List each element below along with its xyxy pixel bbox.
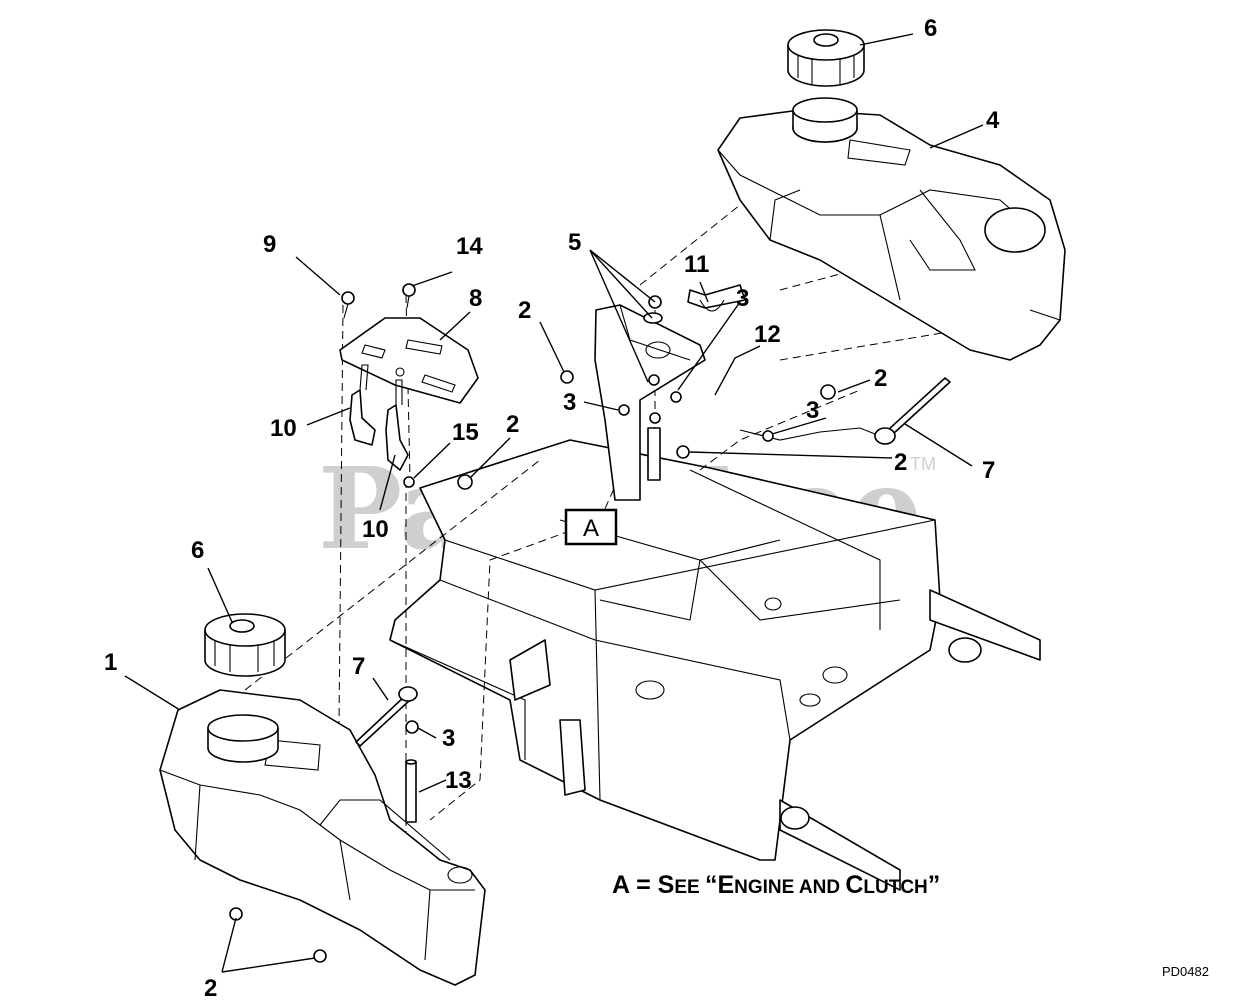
callout-2-bracket: 2 [518,297,531,324]
callout-13: 13 [445,767,472,794]
callout-11: 11 [684,251,709,278]
frame-assembly [389,439,1041,891]
callout-3-left: 3 [563,389,576,416]
callout-12: 12 [754,321,781,348]
callout-6-left: 6 [191,537,204,564]
shutoff-valves [349,364,409,471]
callout-1: 1 [104,649,117,676]
note-quote-open: “ [705,871,718,899]
callout-3-right: 3 [806,397,819,424]
drawing-code: PD0482 [1162,964,1209,979]
reference-box-label: A [583,515,599,542]
fuel-cap-top [787,29,865,87]
callout-2-bottom: 2 [204,975,217,1002]
fuel-filter-tube [647,427,661,481]
callout-7-right: 7 [982,457,995,484]
note-see-engine-and-clutch: A = SEE “ENGINE AND CLUTCH” [612,871,940,899]
note-clutch-cap: C [845,871,863,899]
fittings-small [229,283,836,963]
fill-neck-left [207,714,279,763]
note-clutch-rest: LUTCH [863,877,927,898]
callout-10-lower: 10 [362,516,389,543]
note-see-rest: EE [674,877,705,898]
callout-2-right-lower: 2 [894,449,907,476]
callout-2-center: 2 [506,411,519,438]
callout-6-top: 6 [924,15,937,42]
callout-8: 8 [469,285,482,312]
note-equals: = [629,871,658,899]
callout-3-lower: 3 [442,725,455,752]
callout-10-upper: 10 [270,415,297,442]
note-engine-cap: E [717,871,734,899]
note-quote-close: ” [928,871,941,899]
fuel-hose [687,284,881,441]
callout-15: 15 [452,419,479,446]
fuel-cap-left [204,613,286,677]
callout-4: 4 [986,107,1000,134]
fill-neck-right [792,97,858,143]
watermark-tm: TM [910,454,936,474]
fuel-tube-13 [405,759,417,823]
callout-9: 9 [263,231,276,258]
pickup-tube-right [874,377,951,445]
callout-5: 5 [568,229,581,256]
callout-7-left: 7 [352,653,365,680]
callout-numbers: 6 4 9 14 5 11 3 8 2 12 2 3 3 10 15 2 2 7… [104,15,1000,1002]
note-engine-rest: NGINE AND [734,877,845,898]
note-see-cap: S [658,871,675,899]
fuel-tank-right [717,109,1066,361]
reference-box-a: A [564,508,618,546]
explode-lines [244,204,961,900]
note-letter: A [612,871,630,899]
callout-14: 14 [456,233,483,260]
leader-lines [124,33,984,973]
callout-2-right-upper: 2 [874,365,887,392]
fuel-tank-left [159,689,486,986]
mounting-plate [339,317,479,404]
callout-3-upper: 3 [736,285,749,312]
pickup-tube-left [355,686,418,747]
